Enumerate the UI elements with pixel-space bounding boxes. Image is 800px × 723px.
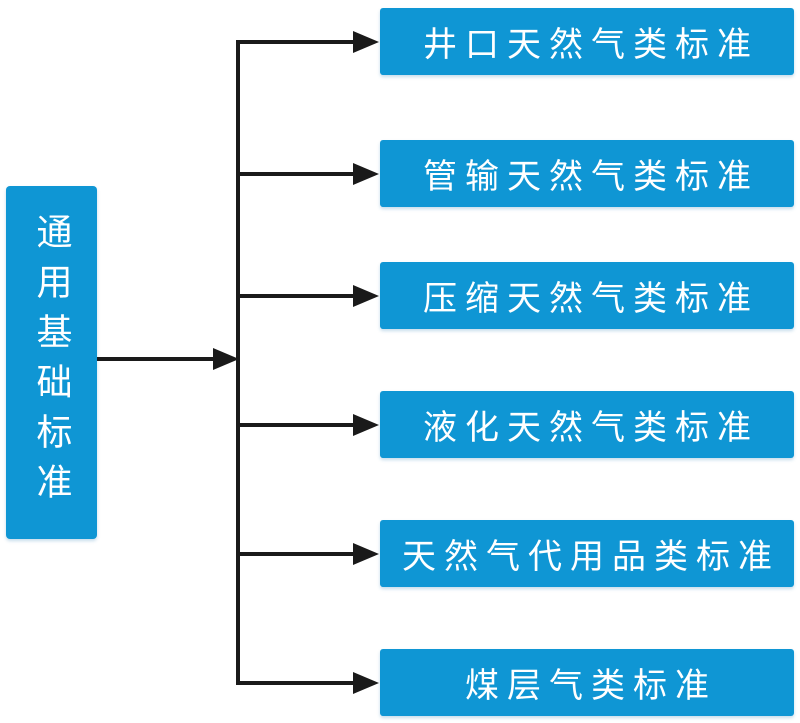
- branch-connector-line-2: [238, 172, 355, 176]
- branch-arrowhead-icon-4: [353, 414, 379, 436]
- branch-node-liquefied-natural-gas: 液化天然气类标准: [380, 391, 794, 458]
- branch-node-wellhead-natural-gas: 井口天然气类标准: [380, 8, 794, 75]
- branch-arrowhead-icon-1: [353, 31, 379, 53]
- root-node-label: 通用基础标准: [31, 212, 73, 513]
- branch-node-compressed-natural-gas: 压缩天然气类标准: [380, 262, 794, 329]
- branch-connector-line-4: [238, 423, 355, 427]
- root-connector-line: [97, 357, 215, 361]
- branch-connector-line-3: [238, 294, 355, 298]
- root-arrowhead-icon: [213, 348, 239, 370]
- branch-node-coalbed-methane: 煤层气类标准: [380, 649, 794, 716]
- branch-node-label: 压缩天然气类标准: [423, 280, 759, 318]
- branch-node-label: 井口天然气类标准: [423, 26, 759, 64]
- branch-node-natural-gas-substitutes: 天然气代用品类标准: [380, 520, 794, 587]
- trunk-connector-line: [236, 40, 240, 685]
- branch-arrowhead-icon-2: [353, 163, 379, 185]
- branch-node-label: 煤层气类标准: [465, 667, 717, 705]
- branch-node-label: 天然气代用品类标准: [402, 538, 780, 576]
- branch-connector-line-6: [238, 681, 355, 685]
- root-node-general-basic-standards: 通用基础标准: [6, 186, 97, 539]
- branch-connector-line-5: [238, 552, 355, 556]
- branch-node-label: 液化天然气类标准: [423, 409, 759, 447]
- branch-connector-line-1: [238, 40, 355, 44]
- branch-node-pipeline-natural-gas: 管输天然气类标准: [380, 140, 794, 207]
- branch-arrowhead-icon-5: [353, 543, 379, 565]
- branch-arrowhead-icon-6: [353, 672, 379, 694]
- branch-node-label: 管输天然气类标准: [423, 158, 759, 196]
- branch-arrowhead-icon-3: [353, 285, 379, 307]
